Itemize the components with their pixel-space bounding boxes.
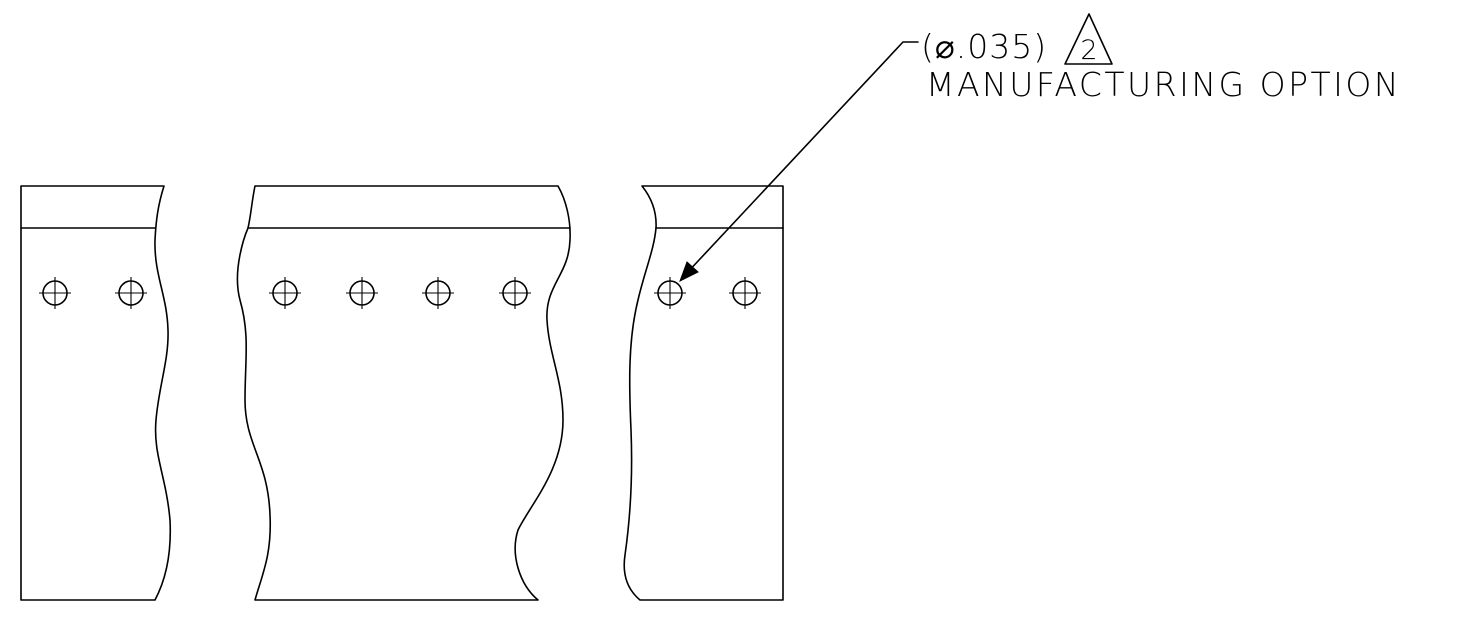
left-section: [20, 185, 172, 601]
middle-section-outline: [236, 185, 571, 601]
middle-section: [236, 185, 571, 601]
right-section: [623, 185, 784, 601]
left-section-outline: [20, 185, 172, 601]
hole-symbol: [422, 277, 454, 309]
hole-symbol: [115, 277, 147, 309]
leader-callout: (⌀.035) 2 MANUFACTURING OPTION: [679, 13, 1401, 283]
right-section-outline: [623, 185, 784, 601]
hole-symbol: [654, 277, 686, 309]
manufacturing-option-note: MANUFACTURING OPTION: [926, 65, 1401, 104]
hole-symbol: [39, 277, 71, 309]
hole-symbol: [499, 277, 531, 309]
leader-line: [684, 41, 919, 276]
diameter-label: (⌀.035): [921, 27, 1047, 66]
leader-arrowhead: [679, 261, 699, 283]
hole-symbol: [269, 277, 301, 309]
revision-number: 2: [1080, 35, 1097, 66]
revision-triangle-symbol: [1064, 13, 1113, 65]
hole-symbol: [346, 277, 378, 309]
hole-symbol: [729, 277, 761, 309]
